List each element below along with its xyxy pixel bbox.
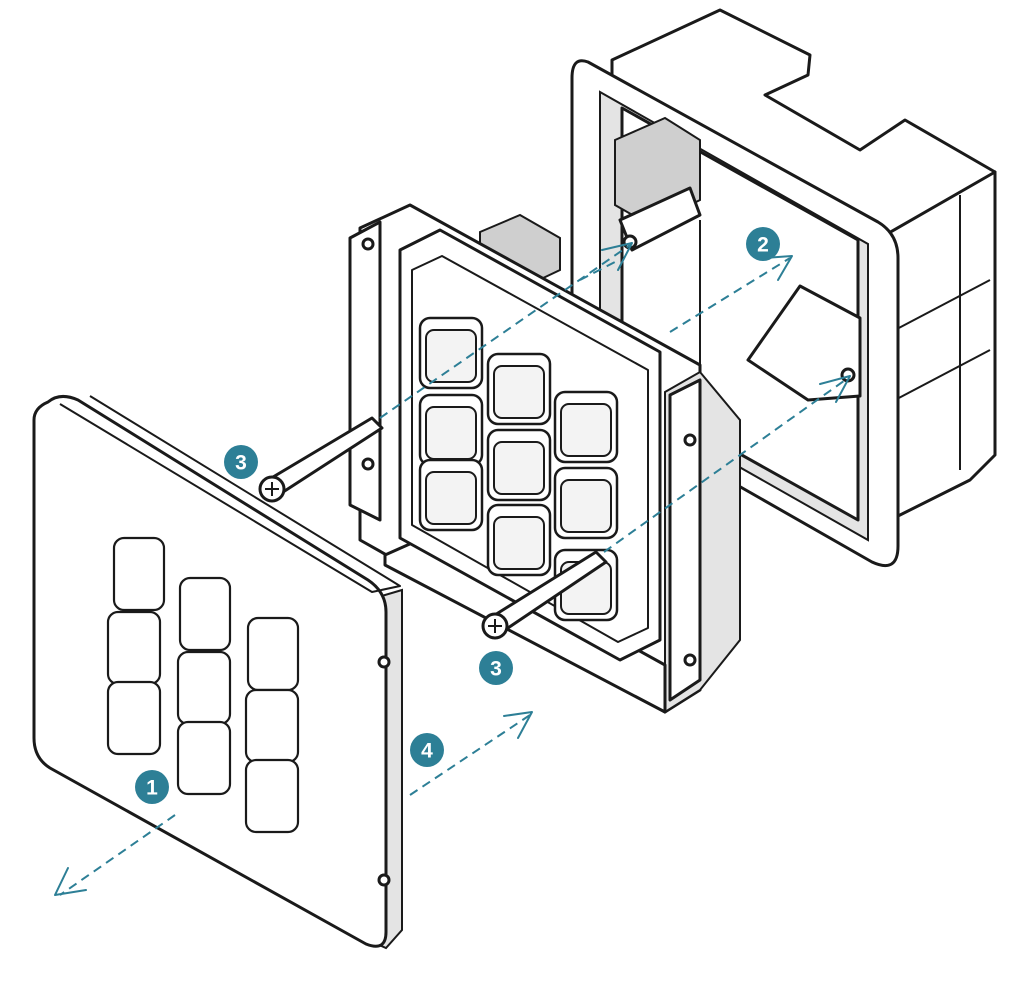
screw-upper <box>258 416 384 503</box>
faceplate-key <box>176 720 232 796</box>
back-box-side-rib <box>894 349 991 401</box>
step-badge-3-lower-circle <box>479 651 513 685</box>
step-badge-3-lower: 3 <box>479 651 513 685</box>
screw-lower <box>481 550 608 640</box>
arrow-step-1-head <box>54 867 87 896</box>
step-badge-2: 2 <box>746 227 780 261</box>
bracket-hole-bottom <box>361 457 375 471</box>
step-badge-3-lower-label: 3 <box>490 658 502 681</box>
arrow-screw-lower-line <box>603 377 849 553</box>
step-badge-2-label: 2 <box>757 234 769 257</box>
screw-lower-cross-icon <box>488 619 502 633</box>
arrow-step-4-head <box>503 711 533 739</box>
step-badge-2-circle <box>746 227 780 261</box>
arrow-screw-upper-line-2 <box>579 261 616 281</box>
arrow-step-4-line <box>409 714 531 796</box>
arrow-screw-lower-head <box>819 375 851 403</box>
faceplate-top-bevel <box>59 395 401 593</box>
screw-upper-cross-icon <box>265 482 279 496</box>
module-key <box>418 316 484 390</box>
step-badge-1: 1 <box>135 770 169 804</box>
back-box-side-rib <box>894 279 991 331</box>
back-box-label-plate <box>746 284 862 402</box>
step-badge-3-upper-label: 3 <box>235 452 247 475</box>
faceplate-hole-bottom <box>377 873 391 887</box>
arrow-step-2-line <box>669 257 791 333</box>
module-key <box>486 428 552 502</box>
step-badge-4: 4 <box>410 733 444 767</box>
faceplate-key <box>176 650 232 726</box>
keypad-module <box>348 203 741 714</box>
module-key <box>418 393 484 467</box>
step-badge-1-circle <box>135 770 169 804</box>
module-key <box>486 352 552 426</box>
faceplate-keys <box>106 536 300 834</box>
step-badge-1-label: 1 <box>146 777 158 800</box>
arrow-screw-upper-head <box>601 242 633 271</box>
step-badge-4-label: 4 <box>421 740 433 763</box>
front-faceplate <box>32 395 403 950</box>
faceplate-key <box>244 758 300 834</box>
faceplate-hole-top <box>377 655 391 669</box>
module-key <box>553 466 619 540</box>
arrow-screw-upper-line <box>379 244 631 419</box>
faceplate-key <box>178 576 232 652</box>
faceplate-key <box>244 688 300 764</box>
module-mounting-bracket <box>348 220 382 522</box>
faceplate-key <box>106 610 162 686</box>
arrow-step-1-line <box>59 814 176 896</box>
step-badge-3-upper-circle <box>224 445 258 479</box>
bracket-hole-right-bottom <box>683 653 697 667</box>
module-key <box>553 390 619 464</box>
faceplate-key <box>106 680 162 756</box>
faceplate-key <box>246 616 300 692</box>
module-key <box>486 503 552 577</box>
module-keys <box>418 316 619 622</box>
assembly-arrows <box>54 242 851 896</box>
module-front-plate-inner <box>411 255 649 643</box>
module-key <box>418 458 484 532</box>
bracket-hole-top <box>361 237 375 251</box>
bracket-hole-right-top <box>683 433 697 447</box>
module-bracket-right <box>668 378 702 702</box>
faceplate-key <box>112 536 166 612</box>
step-badge-3-upper: 3 <box>224 445 258 479</box>
step-badge-4-circle <box>410 733 444 767</box>
